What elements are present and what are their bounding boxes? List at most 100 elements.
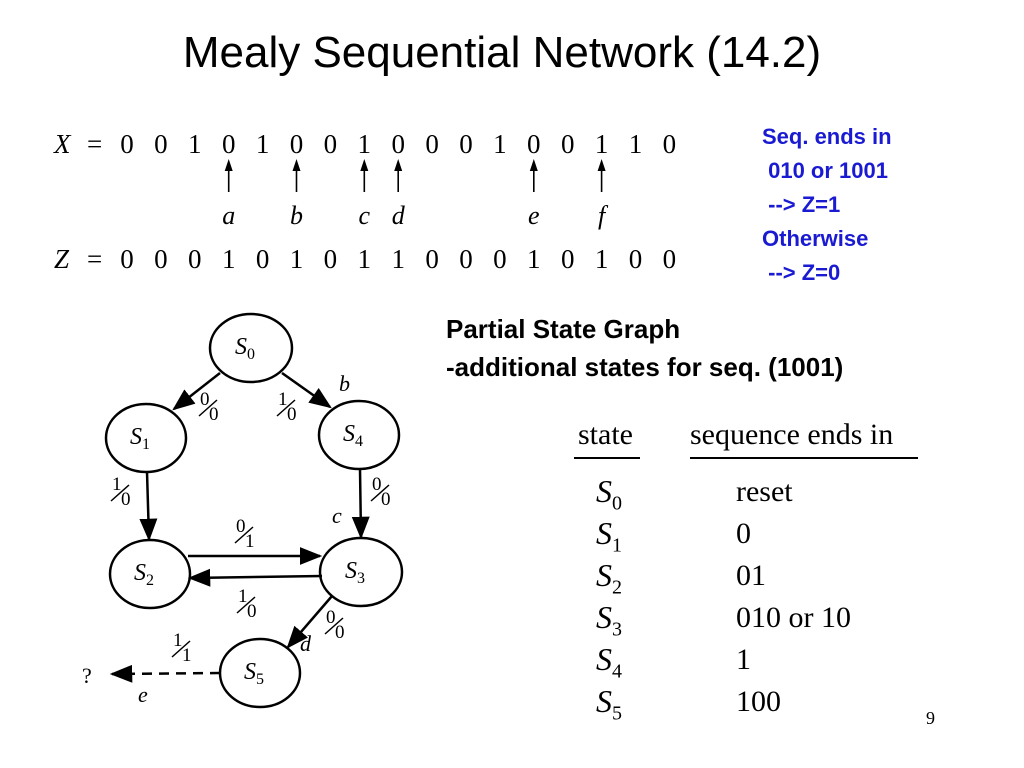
- graph-heading-line1: Partial State Graph: [446, 314, 681, 344]
- table-state-cell: S4: [596, 641, 622, 683]
- x-row-label: X: [53, 129, 72, 159]
- marker-label: c: [359, 201, 371, 230]
- svg-text:0: 0: [287, 404, 297, 425]
- svg-text:0: 0: [326, 607, 336, 628]
- z-bit: 0: [561, 244, 575, 274]
- note-line: Otherwise: [762, 226, 869, 251]
- svg-text:0: 0: [236, 516, 246, 537]
- edge-s3-s2: [187, 568, 323, 587]
- svg-text:0: 0: [121, 489, 131, 510]
- note-line: --> Z=0: [762, 260, 841, 285]
- table-sequence-cell: 1: [736, 643, 751, 676]
- edge-label-s5-out: 1 1: [171, 630, 192, 666]
- svg-text:0: 0: [372, 474, 382, 495]
- z-bit: 1: [391, 244, 405, 274]
- x-bit: 1: [256, 129, 270, 159]
- z-bit: 0: [663, 244, 677, 274]
- table-header-rule: [574, 457, 640, 459]
- note-line: Seq. ends in: [762, 124, 892, 149]
- x-row-equals: =: [87, 129, 102, 159]
- table-sequence-cell: reset: [736, 475, 793, 508]
- state-table: state sequence ends in S0 reset S1 0 S2 …: [560, 415, 960, 735]
- state-label-s5: S5: [244, 659, 264, 688]
- x-bit: 0: [391, 129, 405, 159]
- table-header-state: state: [578, 418, 633, 451]
- edge-s3-s5: [286, 595, 333, 649]
- z-bit: 0: [324, 244, 338, 274]
- z-bit: 1: [290, 244, 304, 274]
- edge-label-s3-s5: 0 0: [324, 607, 345, 643]
- x-bit: 0: [120, 129, 134, 159]
- marker-arrow-head: [529, 159, 538, 171]
- table-row: S2 01: [560, 557, 960, 599]
- table-sequence-cell: 010 or 10: [736, 601, 851, 634]
- svg-text:1: 1: [182, 645, 192, 666]
- table-state-cell: S0: [596, 473, 622, 515]
- state-label-s4: S4: [343, 421, 363, 450]
- svg-text:0: 0: [335, 622, 345, 643]
- z-bit: 0: [154, 244, 168, 274]
- z-bit: 1: [595, 244, 609, 274]
- table-state-cell: S1: [596, 515, 622, 557]
- graph-heading: Partial State Graph -additional states f…: [446, 310, 1006, 386]
- edge-s0-s1: [172, 372, 221, 411]
- svg-text:0: 0: [200, 389, 210, 410]
- marker-arrow-head: [224, 159, 233, 171]
- edge-s0-s4: [281, 371, 332, 409]
- table-row: S4 1: [560, 641, 960, 683]
- table-row: S1 0: [560, 515, 960, 557]
- marker-arrow-head: [292, 159, 301, 171]
- edge-mark-b: b: [339, 371, 350, 396]
- state-graph: S0 S1 S4 S2 S3 S5 0 0 1 0 b 1 0 0 0 c 0: [82, 312, 404, 709]
- x-bit: 1: [595, 129, 609, 159]
- svg-text:1: 1: [278, 389, 288, 410]
- x-bit: 0: [222, 129, 236, 159]
- x-bit: 1: [493, 129, 507, 159]
- marker-label: f: [598, 201, 609, 230]
- x-bit: 0: [324, 129, 338, 159]
- marker-arrow-head: [360, 159, 369, 171]
- state-label-s3: S3: [345, 558, 365, 587]
- state-label-s2: S2: [134, 560, 154, 589]
- z-bit: 0: [493, 244, 507, 274]
- z-bit: 1: [358, 244, 372, 274]
- edge-mark-e: e: [138, 682, 148, 707]
- state-node-s0: [208, 312, 294, 384]
- table-header-rule: [690, 457, 918, 459]
- edge-label-s2-s3: 0 1: [234, 516, 255, 552]
- svg-text:1: 1: [173, 630, 183, 651]
- z-bit: 0: [459, 244, 473, 274]
- edge-label-s0-s4: 1 0: [276, 389, 297, 425]
- marker-label: a: [222, 201, 235, 230]
- svg-text:0: 0: [209, 404, 219, 425]
- table-state-cell: S5: [596, 683, 622, 725]
- state-node-s1: [104, 402, 188, 474]
- z-bit: 1: [222, 244, 236, 274]
- edge-mark-d: d: [300, 631, 312, 656]
- marker-label: d: [392, 201, 406, 230]
- svg-text:1: 1: [238, 586, 248, 607]
- page-number: 9: [926, 708, 935, 728]
- svg-text:1: 1: [112, 474, 122, 495]
- note-line: --> Z=1: [762, 192, 841, 217]
- table-header-sequence: sequence ends in: [690, 418, 894, 451]
- svg-text:0: 0: [247, 601, 257, 622]
- marker-label: e: [528, 201, 540, 230]
- x-bit: 0: [154, 129, 168, 159]
- x-bit: 1: [188, 129, 202, 159]
- z-row-label: Z: [54, 244, 70, 274]
- z-bit: 0: [120, 244, 134, 274]
- slide-title: Mealy Sequential Network (14.2): [182, 28, 822, 77]
- x-bit: 0: [290, 129, 304, 159]
- edge-label-s1-s2: 1 0: [110, 474, 131, 510]
- table-state-cell: S2: [596, 557, 622, 599]
- z-row-equals: =: [87, 244, 102, 274]
- marker-label: b: [290, 201, 303, 230]
- edge-label-s3-s2: 1 0: [236, 586, 257, 622]
- edge-mark-c: c: [332, 503, 342, 528]
- edge-s5-out: [109, 664, 221, 683]
- x-bit: 1: [629, 129, 643, 159]
- table-sequence-cell: 0: [736, 517, 751, 550]
- x-bit: 0: [561, 129, 575, 159]
- state-node-s4: [317, 399, 401, 471]
